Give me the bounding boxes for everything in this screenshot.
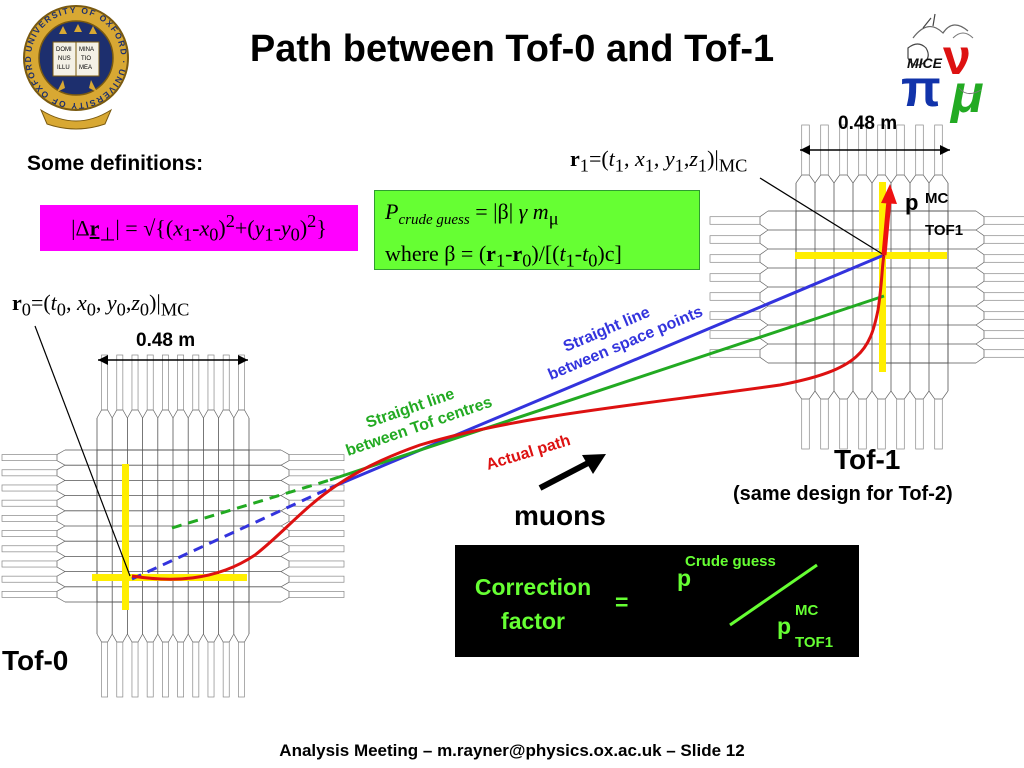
straight-line-tof-centres-dashed — [171, 478, 331, 530]
correction-factor-box: Correction factor = p Crude guess p MC T… — [455, 545, 859, 657]
correction-denominator-sup: MC — [795, 602, 819, 619]
slide-footer: Analysis Meeting – m.rayner@physics.ox.a… — [279, 741, 745, 760]
correction-equals: = — [615, 589, 629, 615]
tof0-centre-cross — [92, 464, 247, 610]
p-mc-symbol: p — [905, 190, 919, 215]
tof1-detector — [709, 124, 1024, 450]
correction-numerator-sup: Crude guess — [685, 553, 776, 570]
p-mc-superscript: MC — [925, 190, 949, 207]
delta-r-formula: |Δr⊥| = √{(x1-x0)2+(y1-y0)2} — [71, 210, 327, 245]
r0-label: r0=(t0, x0, y0,z0)|MC — [12, 290, 190, 320]
muons-label: muons — [514, 500, 606, 531]
straight-line-tof-centres — [329, 294, 885, 482]
muon-direction-arrow — [538, 454, 606, 491]
correction-numerator-p: p — [677, 565, 692, 591]
p-mc-arrow — [881, 184, 897, 256]
p-crude-formula: Pcrude guess = |β| γ mμ — [385, 199, 559, 229]
straight-line-space-points-dashed — [131, 486, 331, 581]
svg-text:μ: μ — [949, 64, 984, 124]
correction-denominator-p: p — [777, 613, 792, 639]
tof1-design-note: (same design for Tof-2) — [733, 483, 953, 505]
tof0-width-label: 0.48 m — [136, 330, 196, 351]
p-mc-tof1-label: p — [905, 190, 918, 216]
tof0-label: Tof-0 — [2, 645, 69, 676]
correction-factor-label: Correction factor — [463, 570, 603, 638]
space-points-line-label: Straight line between space points — [538, 285, 706, 384]
r1-pointer — [759, 177, 885, 256]
r1-label: r1=(t1, x1, y1,z1)|MC — [570, 146, 748, 176]
mice-logo: MICE π ν μ — [901, 13, 984, 124]
correction-label-line2: factor — [501, 608, 565, 634]
svg-text:π: π — [901, 60, 941, 118]
slide-title: Path between Tof-0 and Tof-1 — [249, 28, 775, 70]
tof1-width-label: 0.48 m — [838, 113, 898, 134]
actual-path-label: Actual path — [484, 432, 572, 474]
correction-label-line1: Correction — [474, 574, 592, 600]
p-mc-subscript: TOF1 — [925, 222, 964, 239]
r0-pointer — [34, 325, 131, 577]
tof0-width-dimension — [98, 355, 248, 365]
correction-denominator-sub: TOF1 — [795, 634, 834, 651]
beta-definition: where β = (r1-r0)/[(t1-t0)c] — [385, 241, 622, 271]
svg-text:ν: ν — [943, 29, 971, 85]
p-crude-formula-box: Pcrude guess = |β| γ mμ where β = (r1-r0… — [374, 190, 700, 271]
fraction-slash — [729, 563, 818, 627]
oxford-university-logo: UNIVERSITY OF OXFORD · UNIVERSITY OF OXF… — [23, 5, 129, 130]
svg-text:MICE: MICE — [907, 55, 943, 71]
definitions-label: Some definitions: — [27, 152, 204, 175]
tof1-label: Tof-1 — [834, 444, 901, 475]
actual-path-curve — [131, 254, 886, 581]
delta-r-formula-box: |Δr⊥| = √{(x1-x0)2+(y1-y0)2} — [40, 205, 358, 251]
tof1-width-dimension — [800, 145, 950, 155]
